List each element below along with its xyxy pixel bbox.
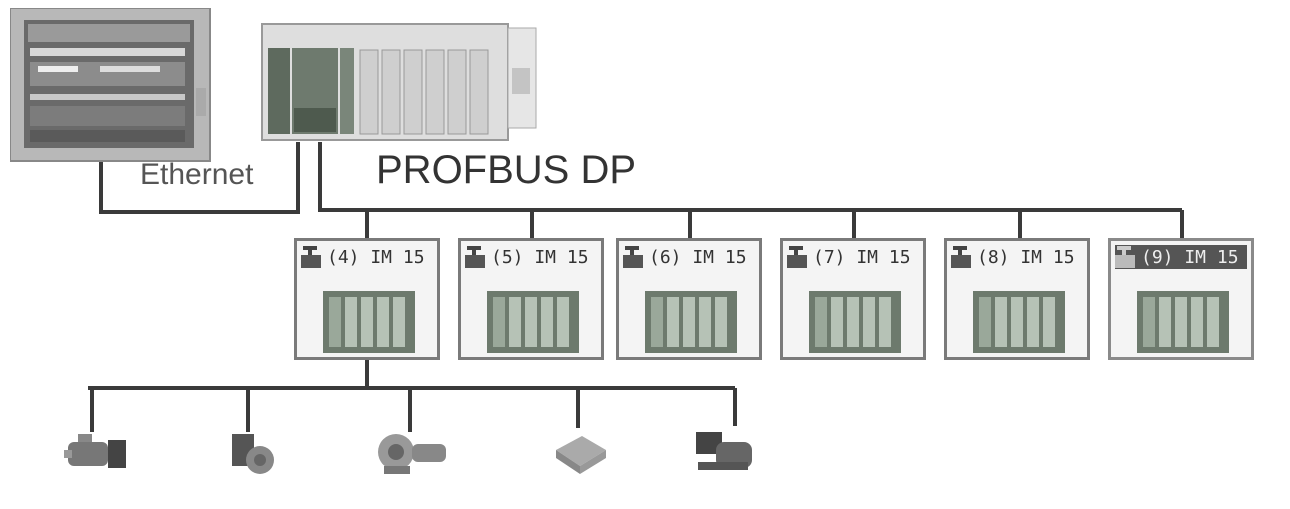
station-5-header: (5) IM 15 <box>465 245 597 269</box>
profibus-label: PROFBUS DP <box>376 148 636 193</box>
pump-icon <box>374 430 450 476</box>
io-rack-icon <box>973 291 1065 353</box>
station-4-label: (4) IM 15 <box>327 247 425 268</box>
station-7-header: (7) IM 15 <box>787 245 919 269</box>
slave-device-icon <box>951 246 971 268</box>
slave-device-icon <box>465 246 485 268</box>
hmi-panel-icon <box>10 8 212 163</box>
slave-device-icon <box>301 246 321 268</box>
valve-block-icon <box>552 428 610 476</box>
slave-device-icon <box>1115 246 1135 268</box>
station-6-header: (6) IM 15 <box>623 245 755 269</box>
station-8-label: (8) IM 15 <box>977 247 1075 268</box>
io-rack-icon <box>1137 291 1229 353</box>
station-6[interactable]: (6) IM 15 <box>616 238 762 360</box>
station-4-header: (4) IM 15 <box>301 245 433 269</box>
station-6-label: (6) IM 15 <box>649 247 747 268</box>
station-5[interactable]: (5) IM 15 <box>458 238 604 360</box>
io-rack-icon <box>645 291 737 353</box>
io-rack-icon <box>323 291 415 353</box>
station-9[interactable]: (9) IM 15 <box>1108 238 1254 360</box>
plc-rack-icon <box>258 18 542 142</box>
io-rack-icon <box>487 291 579 353</box>
gear-motor-icon <box>694 426 756 476</box>
slave-device-icon <box>623 246 643 268</box>
station-4[interactable]: (4) IM 15 <box>294 238 440 360</box>
ethernet-label: Ethernet <box>140 158 253 192</box>
station-8-header: (8) IM 15 <box>951 245 1083 269</box>
station-7[interactable]: (7) IM 15 <box>780 238 926 360</box>
motor-icon <box>64 428 130 476</box>
servo-motor-icon <box>226 430 276 478</box>
station-9-label: (9) IM 15 <box>1141 247 1239 268</box>
slave-device-icon <box>787 246 807 268</box>
station-5-label: (5) IM 15 <box>491 247 589 268</box>
station-7-label: (7) IM 15 <box>813 247 911 268</box>
station-9-header: (9) IM 15 <box>1115 245 1247 269</box>
io-rack-icon <box>809 291 901 353</box>
station-8[interactable]: (8) IM 15 <box>944 238 1090 360</box>
